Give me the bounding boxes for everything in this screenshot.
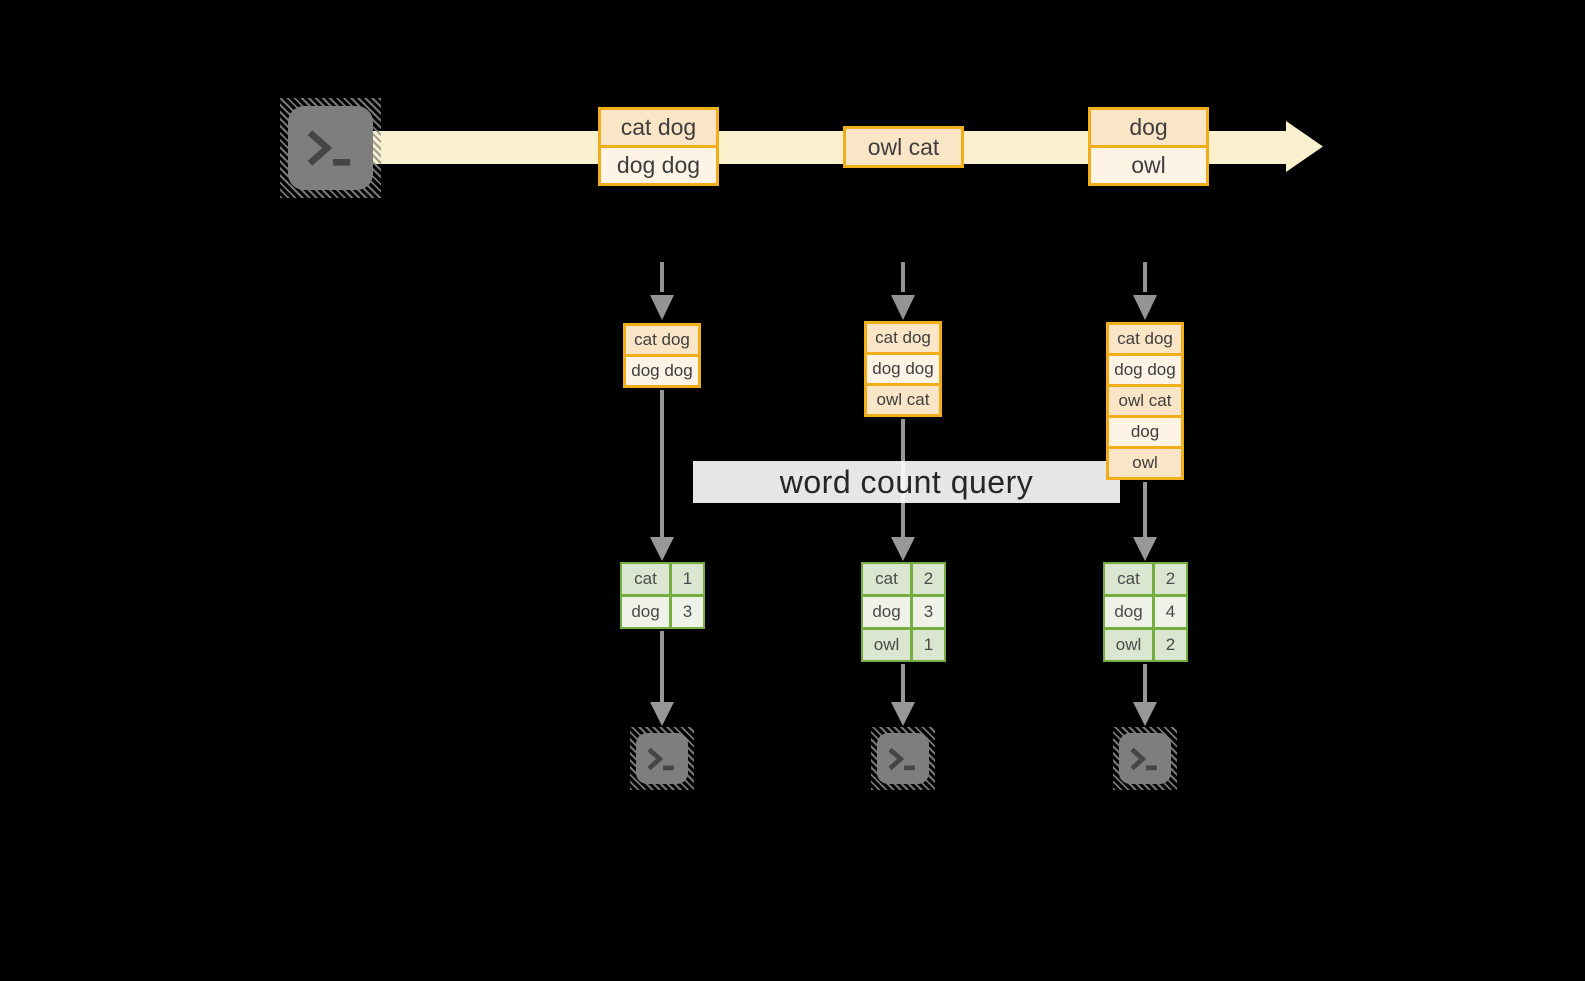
- terminal-prompt-icon: [307, 130, 350, 166]
- count-word: dog: [1105, 597, 1152, 627]
- count-word: owl: [1105, 630, 1152, 660]
- terminal-body: [1119, 733, 1171, 784]
- count-word: dog: [622, 597, 669, 627]
- terminal-body: [877, 733, 929, 784]
- count-word: cat: [1105, 564, 1152, 594]
- stream-message-2: owl cat: [843, 126, 964, 168]
- terminal-icon: [630, 727, 694, 790]
- count-value: 4: [1155, 597, 1186, 627]
- query-label-box: word count query: [693, 461, 1120, 503]
- stream-message-3: dog owl: [1088, 107, 1209, 186]
- buffer-cell: cat dog: [867, 324, 939, 352]
- message-cell: cat dog: [601, 110, 716, 145]
- terminal-prompt-icon: [647, 747, 674, 770]
- message-cell: dog: [1091, 110, 1206, 145]
- query-label: word count query: [779, 463, 1034, 500]
- count-value: 1: [913, 630, 944, 660]
- count-table-1: cat 1 dog 3: [620, 562, 705, 629]
- message-cell: owl: [1091, 145, 1206, 183]
- count-value: 1: [672, 564, 703, 594]
- buffer-cell: dog: [1109, 415, 1181, 446]
- count-value: 3: [672, 597, 703, 627]
- terminal-body: [636, 733, 688, 784]
- count-value: 3: [913, 597, 944, 627]
- count-value: 2: [1155, 630, 1186, 660]
- terminal-icon: [280, 98, 381, 198]
- count-word: cat: [863, 564, 910, 594]
- buffer-cell: owl: [1109, 446, 1181, 477]
- count-table-3: cat 2 dog 4 owl 2: [1103, 562, 1188, 662]
- arrow-right-icon: [1286, 121, 1323, 172]
- message-cell: dog dog: [601, 145, 716, 183]
- count-table-2: cat 2 dog 3 owl 1: [861, 562, 946, 662]
- count-value: 2: [913, 564, 944, 594]
- terminal-icon: [871, 727, 935, 790]
- count-word: cat: [622, 564, 669, 594]
- terminal-prompt-icon: [888, 747, 915, 770]
- terminal-icon: [1113, 727, 1177, 790]
- count-word: owl: [863, 630, 910, 660]
- count-word: dog: [863, 597, 910, 627]
- buffer-stack-2: cat dog dog dog owl cat: [864, 321, 942, 417]
- buffer-cell: dog dog: [867, 352, 939, 383]
- buffer-cell: owl cat: [867, 383, 939, 414]
- terminal-body: [288, 106, 373, 190]
- buffer-stack-3: cat dog dog dog owl cat dog owl: [1106, 322, 1184, 480]
- buffer-cell: dog dog: [626, 354, 698, 385]
- buffer-cell: cat dog: [1109, 325, 1181, 353]
- buffer-cell: dog dog: [1109, 353, 1181, 384]
- count-value: 2: [1155, 564, 1186, 594]
- buffer-cell: owl cat: [1109, 384, 1181, 415]
- buffer-cell: cat dog: [626, 326, 698, 354]
- stream-message-1: cat dog dog dog: [598, 107, 719, 186]
- buffer-stack-1: cat dog dog dog: [623, 323, 701, 388]
- terminal-prompt-icon: [1130, 747, 1157, 770]
- message-cell: owl cat: [846, 129, 961, 165]
